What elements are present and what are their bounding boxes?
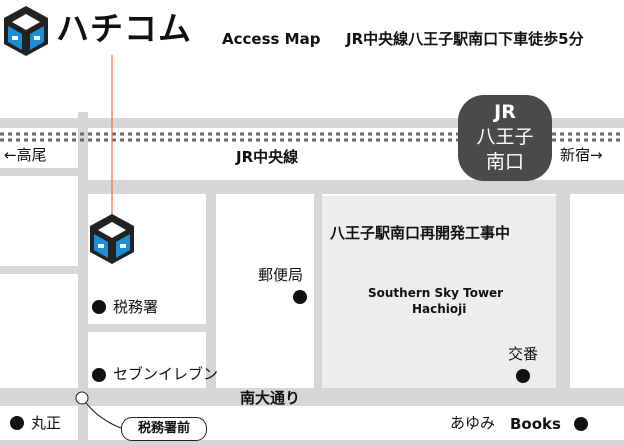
road-east-vertical bbox=[556, 194, 570, 389]
marusho-label: 丸正 bbox=[31, 414, 62, 432]
tower-name-line1: Southern Sky Tower bbox=[368, 286, 504, 300]
seven-eleven-label: セブンイレブン bbox=[113, 365, 219, 383]
rail-direction-west: ←高尾 bbox=[4, 146, 47, 164]
station-label-line2: 八王子 bbox=[476, 126, 534, 148]
marusho-marker bbox=[10, 416, 24, 430]
station-label-line1: JR bbox=[494, 101, 516, 123]
directions-text: JR中央線八王子駅南口下車徒歩5分 bbox=[346, 30, 584, 48]
tax-office-marker bbox=[92, 300, 106, 314]
road-south-edge bbox=[0, 440, 624, 445]
hachicom-cube-marker-icon bbox=[90, 214, 134, 264]
hachicom-cube-logo-icon bbox=[4, 6, 48, 56]
roads bbox=[0, 112, 624, 445]
road-minami-odori bbox=[0, 388, 624, 406]
construction-label: 八王子駅南口再開発工事中 bbox=[330, 224, 511, 242]
police-box-marker bbox=[516, 369, 530, 383]
ayumi-books-marker bbox=[574, 417, 588, 431]
ayumi-books-label-suffix: Books bbox=[510, 415, 561, 433]
jr-hachioji-south-exit-station: JR 八王子 南口 bbox=[458, 95, 552, 181]
construction-block bbox=[318, 196, 556, 389]
road-west-middle bbox=[0, 266, 80, 274]
seven-eleven-marker bbox=[92, 368, 106, 382]
road-north-edge bbox=[0, 118, 624, 128]
rail-line-name: JR中央線 bbox=[236, 148, 299, 166]
bus-stop-label: 税務署前 bbox=[121, 417, 207, 441]
road-center-vertical bbox=[314, 194, 322, 389]
post-office-label: 郵便局 bbox=[258, 266, 304, 284]
station-label-line3: 南口 bbox=[485, 151, 524, 173]
police-box-label: 交番 bbox=[508, 345, 539, 363]
minami-odori-label: 南大通り bbox=[240, 389, 301, 407]
map-title: Access Map bbox=[222, 30, 321, 48]
tax-office-label: 税務署 bbox=[113, 298, 159, 316]
road-inner-lane bbox=[88, 324, 208, 332]
logo-text: ハチコム bbox=[56, 9, 192, 48]
post-office-marker bbox=[293, 290, 307, 304]
tower-name-line2: Hachioji bbox=[412, 302, 467, 316]
road-west-upper bbox=[0, 168, 80, 176]
road-middle-vertical bbox=[206, 194, 216, 389]
rail-direction-east: 新宿→ bbox=[560, 146, 603, 164]
bus-stop-leader bbox=[85, 402, 122, 429]
road-station-front bbox=[80, 180, 624, 194]
ayumi-books-label-prefix: あゆみ bbox=[450, 414, 496, 432]
bus-stop-marker bbox=[75, 391, 89, 405]
road-west-vertical bbox=[78, 112, 88, 445]
